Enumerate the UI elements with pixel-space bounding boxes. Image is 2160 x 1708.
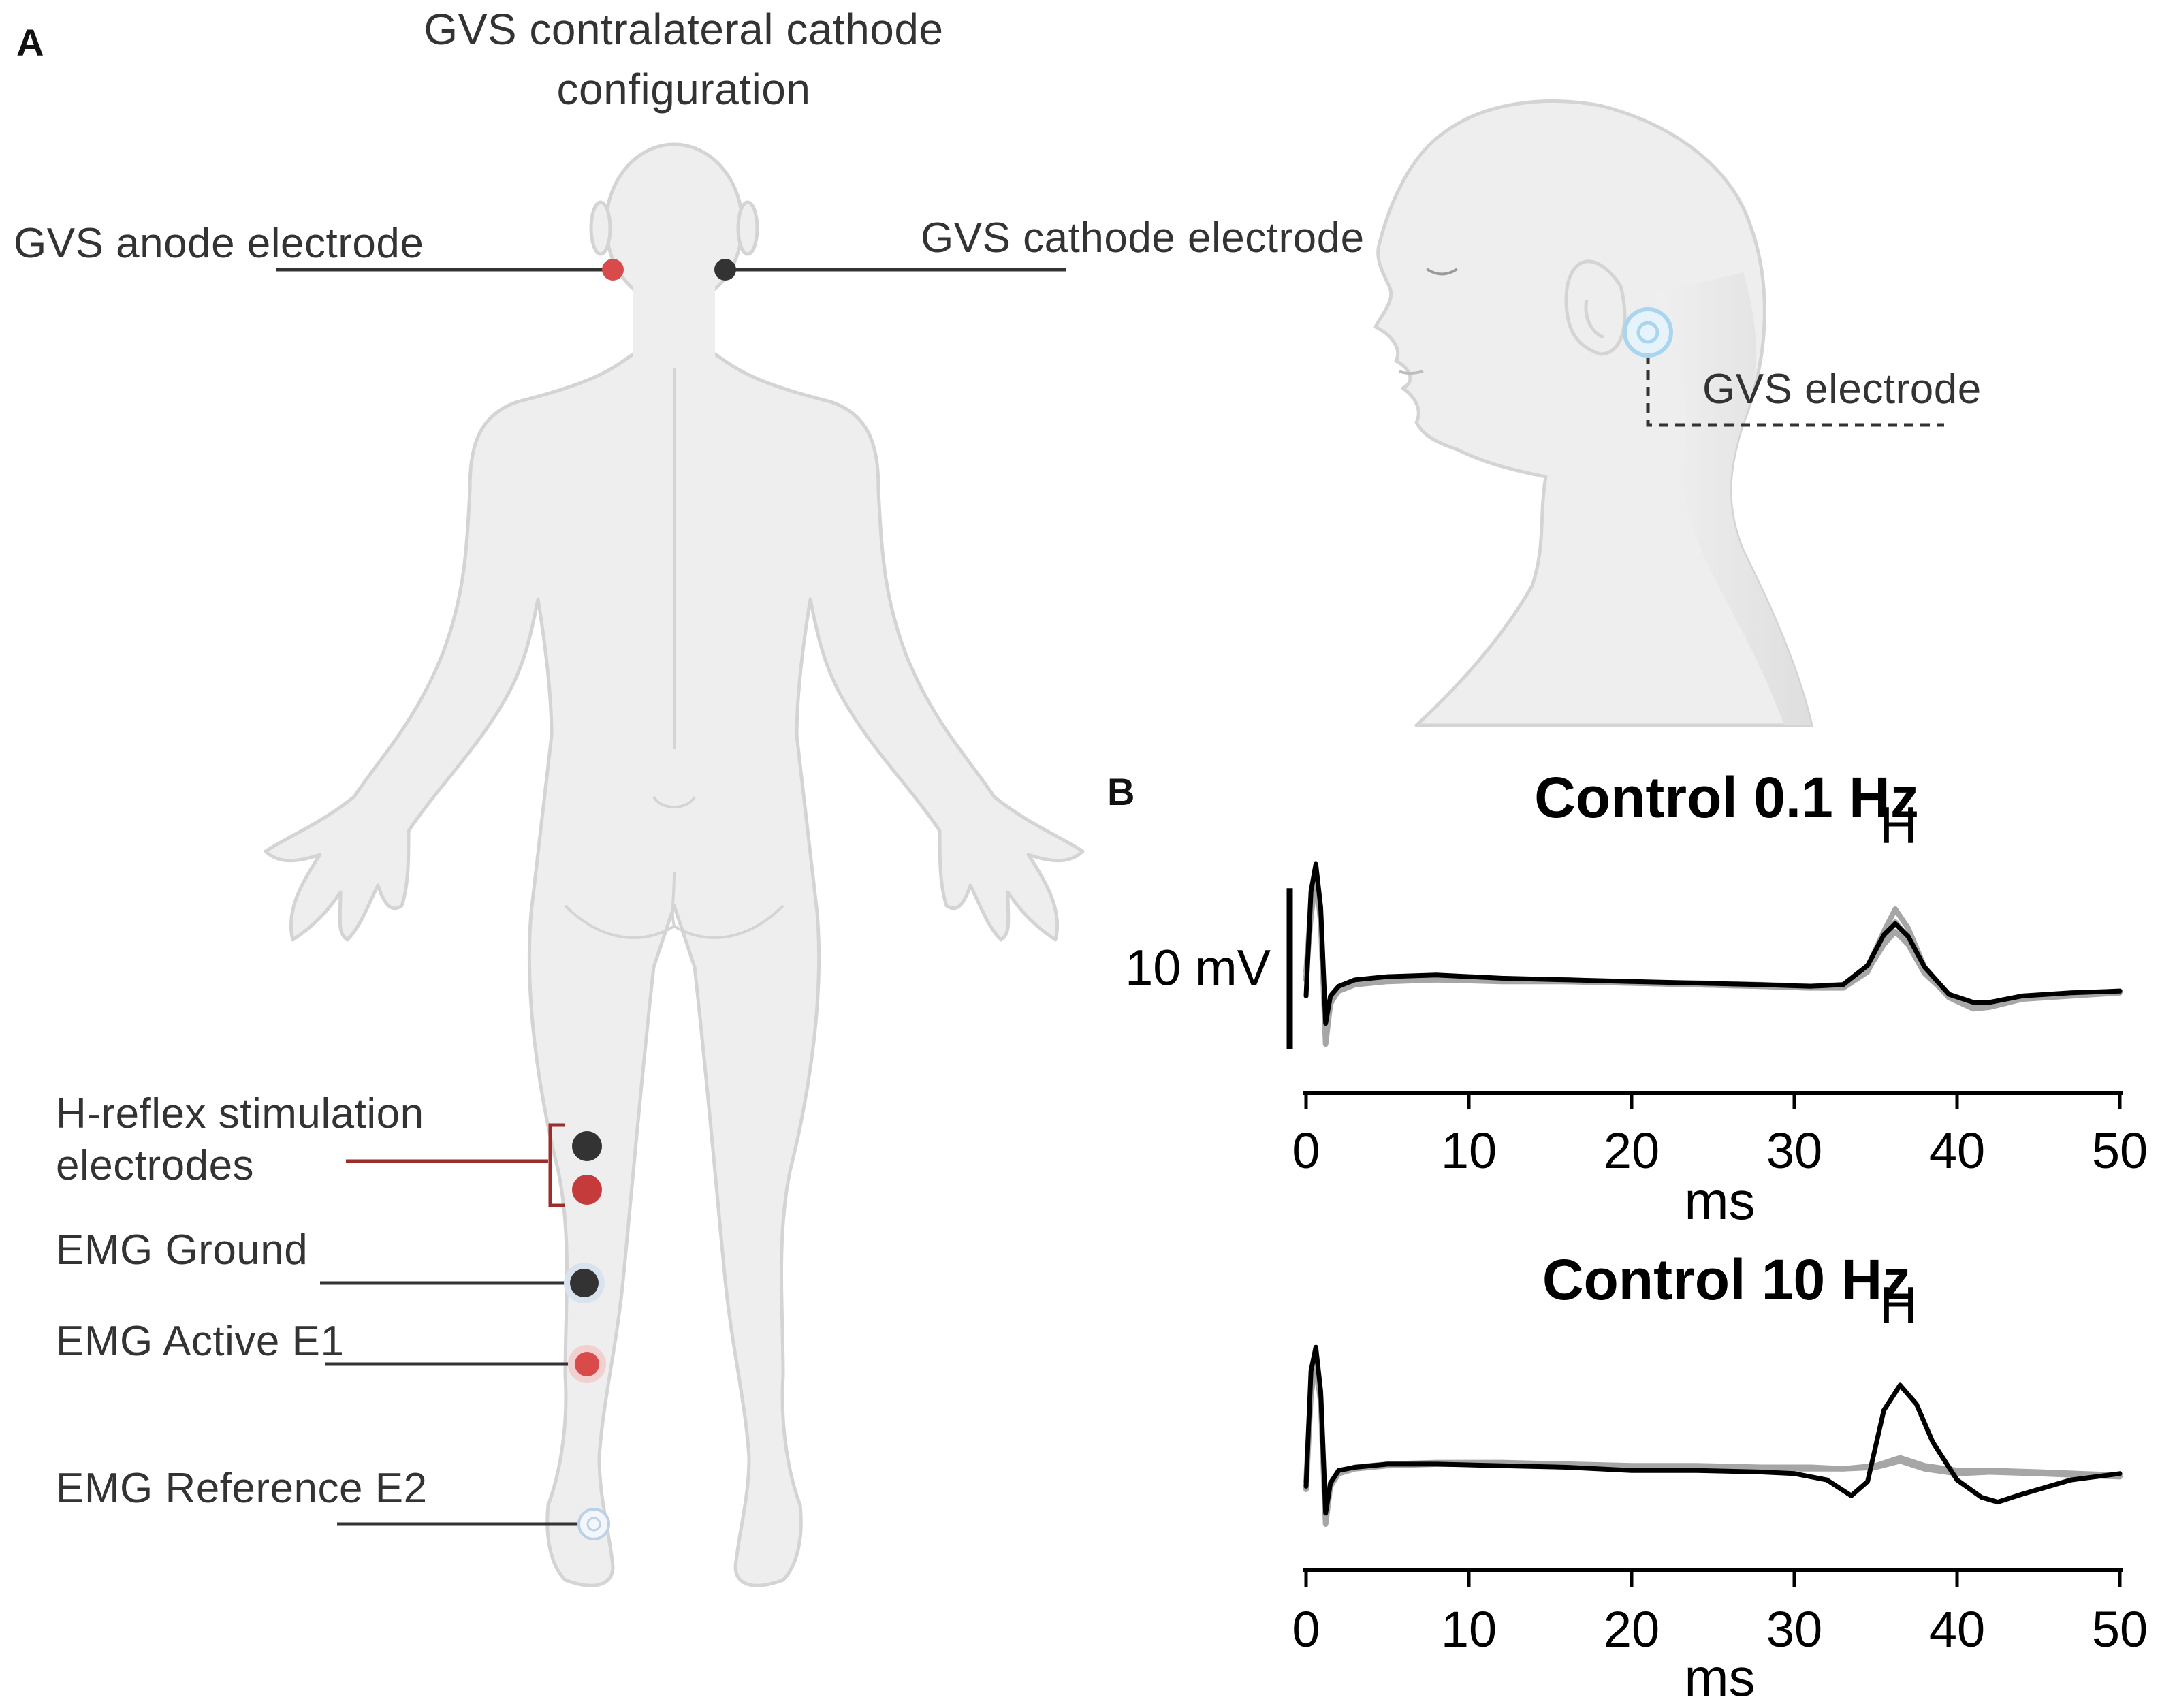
- emg-reference-electrode-inner: [586, 1517, 601, 1532]
- label-h-reflex-line2: electrodes: [56, 1142, 255, 1189]
- electrodes: [564, 259, 1673, 1540]
- gvs-side-electrode-inner: [1636, 321, 1659, 344]
- chart-title: Control 0.1 Hz: [1534, 765, 1919, 829]
- label-gvs-anode: GVS anode electrode: [14, 220, 424, 267]
- emg-ground-electrode: [570, 1269, 599, 1297]
- leader-lines: [276, 268, 1944, 1526]
- scale-bar-label: 10 mV: [1125, 939, 1271, 996]
- x-tick-label: 40: [1929, 1122, 1985, 1179]
- label-emg-ground: EMG Ground: [56, 1227, 308, 1274]
- trace-gray-1: [1303, 864, 2123, 1039]
- trace-black: [1303, 861, 2123, 1026]
- panel-b-letter: B: [1107, 770, 1135, 813]
- x-tick-label: 0: [1292, 1601, 1320, 1658]
- x-tick-label: 10: [1441, 1601, 1497, 1658]
- trace-black: [1303, 1344, 2123, 1516]
- x-tick-label: 10: [1441, 1122, 1497, 1179]
- x-axis-label: ms: [1685, 1647, 1756, 1707]
- panel-a-title-line2: configuration: [556, 65, 811, 114]
- trace-gray-2: [1303, 877, 2123, 1034]
- x-tick-label: 0: [1292, 1122, 1320, 1179]
- h-reflex-electrode-dark: [572, 1131, 602, 1161]
- x-tick-label: 30: [1766, 1601, 1822, 1658]
- label-gvs-electrode: GVS electrode: [1702, 366, 1982, 413]
- h-reflex-electrode-red: [572, 1175, 602, 1205]
- label-gvs-cathode: GVS cathode electrode: [921, 215, 1365, 262]
- label-emg-reference: EMG Reference E2: [56, 1465, 428, 1512]
- head-side-view: [1373, 99, 1813, 727]
- h-wave-annotation: H: [1880, 797, 1918, 855]
- chart-control-0-1hz: Control 0.1 Hz 0 10 20 30 40 50 ms 10 mV H: [1125, 765, 2148, 1231]
- x-tick-label: 20: [1604, 1601, 1659, 1658]
- emg-reference-electrode: [577, 1508, 610, 1540]
- chart-title: Control 10 Hz: [1542, 1248, 1911, 1312]
- trace-gray-0: [1303, 872, 2123, 1047]
- trace-gray-1: [1303, 1352, 2123, 1521]
- emg-active-electrode: [575, 1352, 599, 1376]
- x-tick-label: 20: [1604, 1122, 1659, 1179]
- x-tick-label: 50: [2092, 1601, 2148, 1658]
- gvs-anode-electrode: [602, 259, 624, 281]
- h-wave-annotation: H: [1880, 1277, 1918, 1335]
- chart-control-10hz: Control 10 Hz 0 10 20 30 40 50 ms H: [1292, 1248, 2148, 1707]
- x-tick-label: 50: [2092, 1122, 2148, 1179]
- x-tick-label: 40: [1929, 1601, 1985, 1658]
- gvs-electrode-leader: [1646, 354, 1944, 427]
- h-reflex-bracket: [548, 1123, 565, 1207]
- label-emg-active: EMG Active E1: [56, 1318, 345, 1365]
- x-axis-label: ms: [1685, 1171, 1756, 1231]
- body-detail-lines: [564, 368, 784, 939]
- panel-a-title-line1: GVS contralateral cathode: [424, 5, 944, 54]
- label-h-reflex-line1: H-reflex stimulation: [56, 1090, 424, 1137]
- panel-a-letter: A: [16, 21, 44, 64]
- gvs-cathode-electrode: [714, 259, 736, 281]
- gvs-side-electrode-outer: [1623, 307, 1673, 358]
- x-tick-label: 30: [1766, 1122, 1822, 1179]
- body-back-view: [264, 142, 1085, 1587]
